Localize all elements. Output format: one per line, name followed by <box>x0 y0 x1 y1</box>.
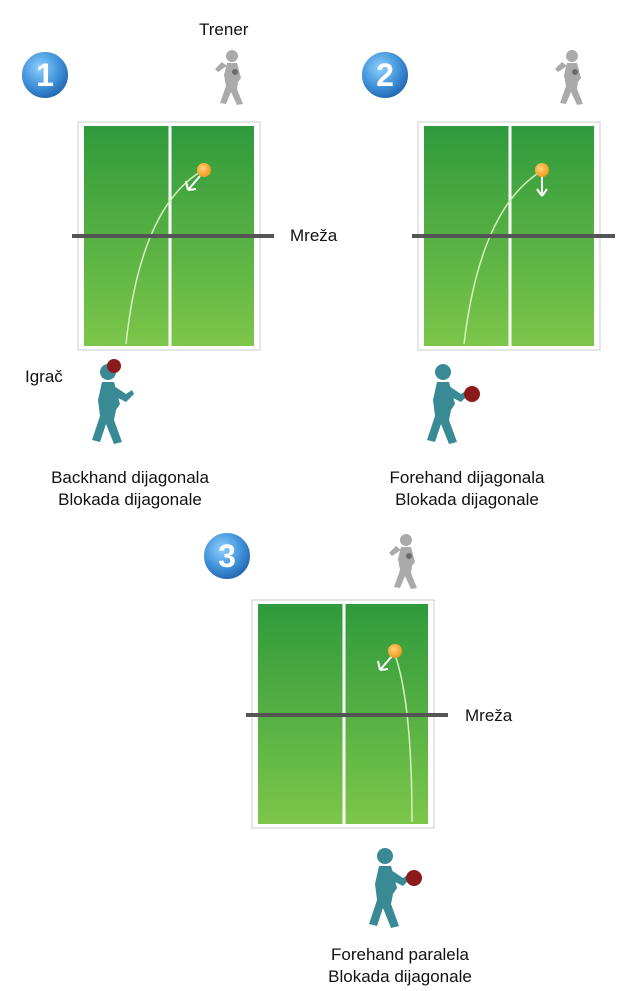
caption-line-2: Blokada dijagonale <box>20 489 240 511</box>
caption-line-1: Forehand dijagonala <box>357 467 577 489</box>
table <box>72 122 274 350</box>
net-icon <box>72 234 274 238</box>
paddle-icon <box>406 870 422 886</box>
caption-line-1: Forehand paralela <box>300 944 500 966</box>
player-figure-icon <box>369 848 411 928</box>
number-badge-icon: 3 <box>203 532 251 580</box>
coach-label: Trener <box>199 19 248 41</box>
number-badge-icon: 1 <box>21 51 69 99</box>
table <box>246 600 448 828</box>
number-badge-icon: 2 <box>361 51 409 99</box>
drill-number: 1 <box>36 57 54 93</box>
drill-2: 2 <box>361 50 615 444</box>
drill-1-caption: Backhand dijagonala Blokada dijagonale <box>20 467 240 511</box>
drill-number: 3 <box>218 538 236 574</box>
drill-number: 2 <box>376 57 394 93</box>
coach-figure-icon <box>389 534 417 589</box>
drill-2-caption: Forehand dijagonala Blokada dijagonale <box>357 467 577 511</box>
net-icon <box>246 713 448 717</box>
ball-icon <box>535 163 549 177</box>
ball-icon <box>388 644 402 658</box>
drill-3: 3 <box>203 532 448 928</box>
caption-line-2: Blokada dijagonale <box>357 489 577 511</box>
net-label-1: Mreža <box>290 225 337 247</box>
caption-line-2: Blokada dijagonale <box>300 966 500 988</box>
drill-3-caption: Forehand paralela Blokada dijagonale <box>300 944 500 988</box>
coach-figure-icon <box>215 50 243 105</box>
net-label-3: Mreža <box>465 705 512 727</box>
ball-icon <box>197 163 211 177</box>
table <box>412 122 615 350</box>
net-icon <box>412 234 615 238</box>
caption-line-1: Backhand dijagonala <box>20 467 240 489</box>
paddle-icon <box>107 359 121 373</box>
paddle-icon <box>464 386 480 402</box>
coach-figure-icon <box>555 50 583 105</box>
player-figure-icon <box>427 364 469 444</box>
player-label: Igrač <box>25 366 63 388</box>
player-figure-icon <box>92 364 134 444</box>
